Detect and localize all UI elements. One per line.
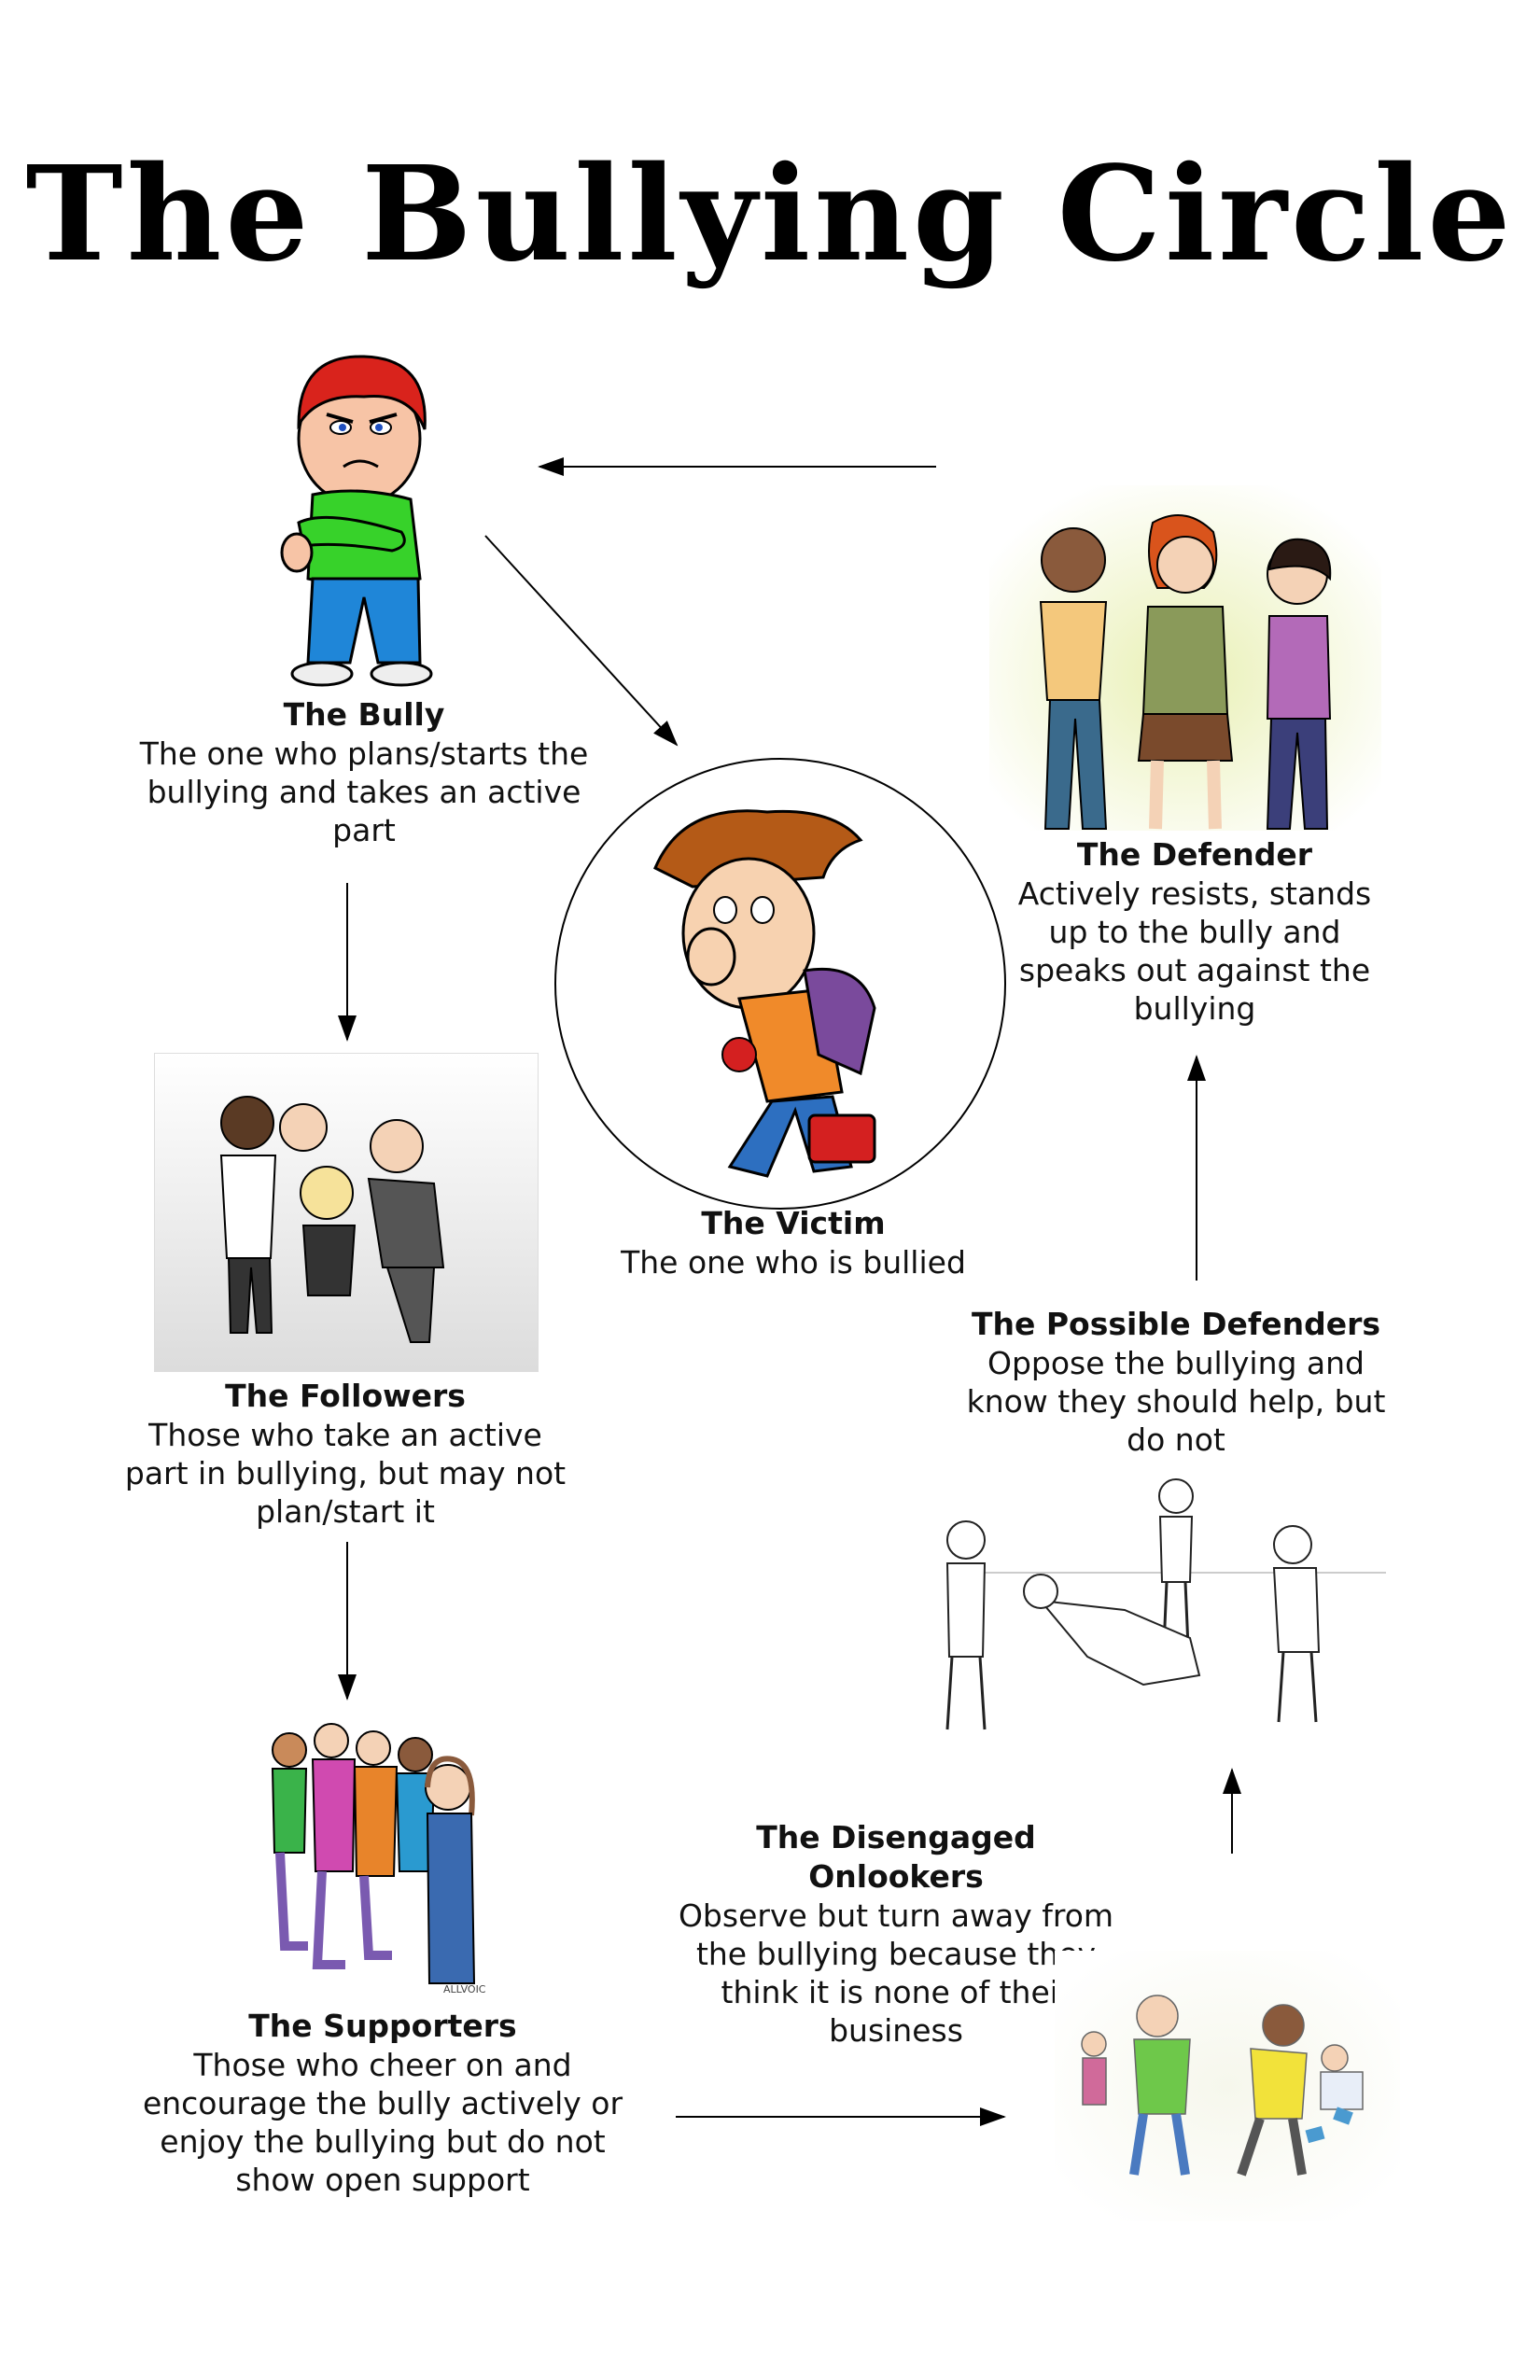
onlookers-illustration — [1055, 1951, 1400, 2221]
bully-name: The Bully — [283, 696, 445, 733]
onlookers-name: The Disengaged Onlookers — [756, 1819, 1036, 1895]
bully-desc: The one who plans/starts the bullying an… — [139, 735, 589, 848]
defender-name: The Defender — [1076, 836, 1313, 873]
possible-defenders-role: The Possible Defenders Oppose the bullyi… — [961, 1305, 1391, 1459]
victim-role: The Victim The one who is bullied — [579, 1204, 1008, 1281]
onlookers-role: The Disengaged Onlookers Observe but tur… — [672, 1818, 1120, 2050]
followers-name: The Followers — [225, 1378, 466, 1414]
possible-defenders-name: The Possible Defenders — [971, 1306, 1381, 1342]
defender-desc: Actively resists, stands up to the bully… — [1017, 875, 1372, 1027]
supporters-desc: Those who cheer on and encourage the bul… — [142, 2047, 623, 2198]
possible-defenders-desc: Oppose the bullying and know they should… — [966, 1345, 1386, 1458]
page-title: The Bullying Circle — [25, 138, 1515, 291]
victim-desc: The one who is bullied — [621, 1244, 966, 1281]
victim-illustration — [554, 758, 1006, 1210]
followers-role: The Followers Those who take an active p… — [121, 1377, 569, 1531]
possible-defenders-illustration — [945, 1478, 1386, 1730]
followers-illustration — [154, 1053, 539, 1372]
victim-name: The Victim — [701, 1205, 886, 1241]
bully-role: The Bully The one who plans/starts the b… — [131, 695, 597, 849]
defender-role: The Defender Actively resists, stands up… — [999, 835, 1391, 1028]
arrow-bully-to-victim — [484, 535, 679, 747]
supporters-watermark: ALLVOICES — [443, 1983, 485, 1995]
onlookers-desc: Observe but turn away from the bullying … — [678, 1897, 1114, 2049]
supporters-illustration: ALLVOICES — [271, 1723, 485, 1995]
followers-desc: Those who take an active part in bullyin… — [124, 1417, 567, 1530]
supporters-name: The Supporters — [248, 2008, 517, 2044]
supporters-role: The Supporters Those who cheer on and en… — [140, 2007, 625, 2199]
defender-illustration — [989, 485, 1381, 831]
bully-illustration — [280, 355, 433, 687]
